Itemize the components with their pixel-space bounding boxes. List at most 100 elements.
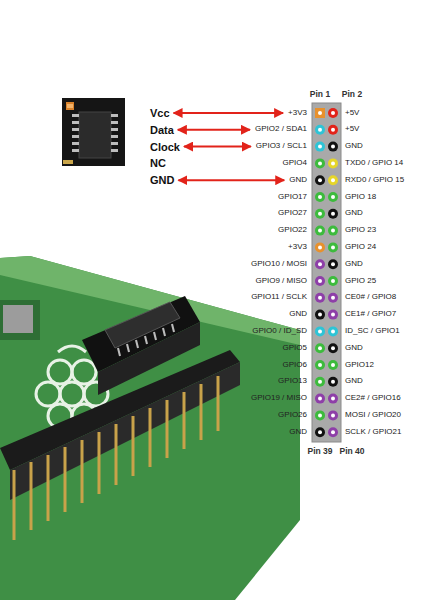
pin-label: GND bbox=[289, 176, 307, 185]
pin-label: GPIO17 bbox=[278, 193, 307, 202]
gpio-pins bbox=[315, 108, 338, 437]
gpio-pin bbox=[328, 226, 338, 236]
pin-label: SCLK / GPIO21 bbox=[345, 428, 401, 437]
gpio-pin bbox=[328, 293, 338, 303]
pin-label: GND bbox=[345, 209, 363, 218]
rtc-module-photo bbox=[62, 98, 125, 166]
pin-number-heading: Pin 1 bbox=[310, 90, 330, 99]
signal-arrow bbox=[178, 179, 284, 181]
pin-number-heading: Pin 39 bbox=[307, 447, 332, 456]
gpio-pin bbox=[328, 242, 338, 252]
signal-label: Data bbox=[150, 124, 174, 136]
pin-label: GND bbox=[345, 377, 363, 386]
pin-number-heading: Pin 2 bbox=[342, 90, 362, 99]
gpio-pin bbox=[315, 158, 325, 168]
signal-arrow bbox=[174, 112, 284, 114]
gpio-pin bbox=[315, 209, 325, 219]
pin-label: CE2# / GPIO16 bbox=[345, 394, 401, 403]
pin-label: CE1# / GPIO7 bbox=[345, 310, 396, 319]
pin-number-heading: Pin 40 bbox=[339, 447, 364, 456]
pin-label: GPIO 23 bbox=[345, 226, 376, 235]
rtc-chip bbox=[79, 112, 111, 158]
pin-label: RXD0 / GPIO 15 bbox=[345, 176, 404, 185]
signal-arrow bbox=[178, 129, 250, 131]
board-part bbox=[0, 300, 40, 340]
pin-label: GND bbox=[345, 344, 363, 353]
signal-label: GND bbox=[150, 174, 174, 186]
pin-label: GPIO2 / SDA1 bbox=[255, 125, 307, 134]
pin-label: MOSI / GPIO20 bbox=[345, 411, 401, 420]
pin-label: GND bbox=[345, 260, 363, 269]
gpio-pin bbox=[315, 394, 325, 404]
signal-label: Vcc bbox=[150, 107, 170, 119]
pin-label: GPIO13 bbox=[278, 377, 307, 386]
gpio-pin bbox=[328, 125, 338, 135]
gpio-pin bbox=[328, 410, 338, 420]
gpio-header-strip bbox=[312, 103, 341, 442]
pin-label: ID_SC / GPIO1 bbox=[345, 327, 400, 336]
module-chip-legs bbox=[118, 324, 174, 356]
pin-label: GPIO27 bbox=[278, 209, 307, 218]
gpio-pin bbox=[315, 360, 325, 370]
gpio-pin bbox=[315, 108, 325, 118]
pin-label: +5V bbox=[345, 125, 359, 134]
pin-label: GPIO5 bbox=[283, 344, 307, 353]
chip-legs bbox=[72, 114, 118, 152]
gpio-pin bbox=[328, 360, 338, 370]
capacitor bbox=[66, 102, 74, 110]
pin-label: GPIO10 / MOSI bbox=[251, 260, 307, 269]
gpio-pin bbox=[328, 310, 338, 320]
pin-label: GPIO12 bbox=[345, 361, 374, 370]
raspberry-pi-photo bbox=[0, 256, 300, 600]
gpio-pin bbox=[315, 293, 325, 303]
signal-label: Clock bbox=[150, 141, 180, 153]
module-pcb bbox=[62, 98, 125, 166]
pad bbox=[63, 160, 73, 164]
gpio-pin bbox=[315, 427, 325, 437]
pin-label: GPIO0 / ID_SD bbox=[252, 327, 307, 336]
gpio-pin bbox=[315, 276, 325, 286]
gpio-pin bbox=[328, 108, 338, 118]
pin-label: GPIO19 / MISO bbox=[251, 394, 307, 403]
pin-label: GPIO6 bbox=[283, 361, 307, 370]
gpio-pin bbox=[328, 192, 338, 202]
gpio-pin bbox=[328, 209, 338, 219]
gpio-header-side bbox=[10, 362, 240, 500]
gpio-pin bbox=[328, 175, 338, 185]
pin-label: GND bbox=[289, 310, 307, 319]
gpio-pin bbox=[328, 326, 338, 336]
header-pins bbox=[14, 376, 218, 540]
gpio-pin bbox=[315, 326, 325, 336]
gpio-pin bbox=[328, 427, 338, 437]
gpio-pin bbox=[315, 142, 325, 152]
pin-label: TXD0 / GPIO 14 bbox=[345, 159, 403, 168]
gpio-pin bbox=[315, 310, 325, 320]
pi-board bbox=[0, 256, 300, 600]
gpio-pin bbox=[315, 343, 325, 353]
gpio-pin bbox=[315, 125, 325, 135]
pin-label: GPIO3 / SCL1 bbox=[256, 142, 307, 151]
gpio-pin bbox=[328, 276, 338, 286]
gpio-pin bbox=[328, 158, 338, 168]
pin-label: GPIO 24 bbox=[345, 243, 376, 252]
pin-label: CE0# / GPIO8 bbox=[345, 293, 396, 302]
gpio-pin bbox=[315, 226, 325, 236]
pin-label: GPIO11 / SCLK bbox=[251, 293, 307, 302]
pin-label: GPIO22 bbox=[278, 226, 307, 235]
gpio-pin bbox=[328, 394, 338, 404]
capacitor-top bbox=[67, 104, 73, 108]
gpio-pin bbox=[315, 192, 325, 202]
pin-label: GPIO26 bbox=[278, 411, 307, 420]
gpio-pin bbox=[315, 175, 325, 185]
signal-arrow bbox=[184, 146, 251, 148]
gpio-pin bbox=[328, 343, 338, 353]
module-chip bbox=[105, 302, 180, 348]
board-part bbox=[3, 305, 33, 333]
gpio-pin bbox=[328, 377, 338, 387]
pin-label: GND bbox=[289, 428, 307, 437]
pin-label: GPIO 25 bbox=[345, 277, 376, 286]
gpio-pin bbox=[328, 259, 338, 269]
pin-label: +5V bbox=[345, 109, 359, 118]
pin-label: GPIO4 bbox=[283, 159, 307, 168]
pin-label: +3V3 bbox=[288, 243, 307, 252]
